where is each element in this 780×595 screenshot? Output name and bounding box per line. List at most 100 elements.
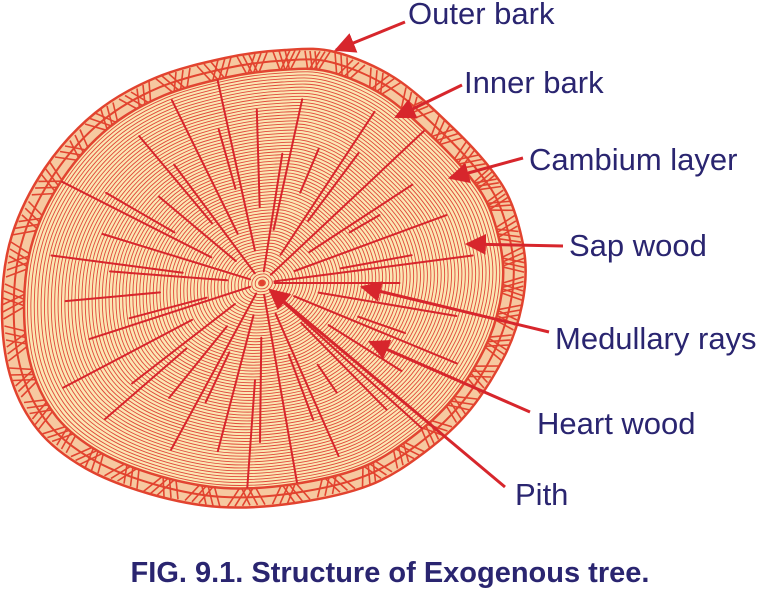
annual-ring: [227, 251, 297, 313]
bark-hatch-stroke: [254, 485, 266, 505]
label-heart-wood: Heart wood: [537, 406, 696, 441]
medullary-ray: [214, 70, 256, 252]
medullary-ray: [88, 285, 252, 341]
bark-hatch-stroke: [7, 338, 29, 355]
annual-ring: [33, 77, 494, 481]
arrow-pith: [268, 288, 506, 489]
medullary-ray: [274, 312, 340, 457]
bark-hatch-stroke: [117, 466, 139, 482]
bark-hatch-stroke: [373, 459, 393, 473]
label-sap-wood: Sap wood: [569, 228, 707, 263]
bark-hatch-stroke: [26, 403, 51, 409]
medullary-ray: [273, 254, 474, 283]
annual-ring: [27, 71, 501, 486]
annual-ring: [105, 141, 421, 419]
medullary-ray: [216, 314, 255, 453]
bark-hatch-stroke: [191, 484, 208, 503]
annual-ring: [152, 184, 373, 378]
annual-ring: [115, 150, 411, 410]
arrow-heart-wood: [368, 339, 531, 414]
pointer-arrows: [268, 20, 564, 489]
medullary-ray: [327, 324, 403, 372]
inner-bark: [12, 58, 515, 499]
medullary-ray: [316, 363, 338, 394]
bark-hatch-stroke: [175, 479, 179, 500]
bark-hatch-stroke: [368, 67, 372, 90]
annual-ring: [112, 147, 415, 413]
bark-hatch-stroke: [494, 228, 519, 233]
medullary-ray: [299, 147, 320, 194]
medullary-ray: [50, 254, 184, 274]
bark-hatch-stroke: [496, 232, 520, 238]
annual-ring: [40, 83, 487, 475]
pith-center: [259, 280, 265, 286]
bark-hatch-stroke: [24, 207, 42, 224]
medullary-ray: [138, 135, 214, 225]
medullary-ray: [269, 130, 425, 276]
bark-hatch-stroke: [247, 486, 259, 506]
annual-ring: [24, 68, 504, 489]
annual-ring: [162, 193, 363, 369]
annual-ring: [173, 202, 353, 360]
medullary-ray: [104, 347, 188, 421]
arrow-medullary-rays: [359, 281, 550, 334]
annual-ring: [129, 163, 397, 398]
bark-hatch-stroke: [241, 485, 255, 507]
annual-ring: [210, 236, 315, 328]
bark-hatch-stroke: [466, 375, 492, 378]
bark-hatch-stroke: [7, 344, 30, 362]
medullary-ray: [128, 296, 208, 320]
medullary-ray: [109, 270, 229, 282]
medullary-ray: [263, 293, 298, 484]
annual-ring: [135, 169, 390, 393]
annual-ring: [244, 267, 280, 299]
annual-ring: [118, 154, 408, 407]
bark-hatch-stroke: [110, 464, 133, 480]
annual-ring: [71, 111, 456, 448]
bark-hatch-stroke: [35, 186, 59, 189]
bark-hatch-stroke: [331, 473, 338, 495]
bark-hatch-stroke: [20, 379, 39, 398]
bark-hatch-stroke: [307, 50, 321, 72]
figure-caption: FIG. 9.1. Structure of Exogenous tree.: [131, 557, 650, 589]
annual-ring: [98, 135, 428, 425]
annual-ring: [213, 239, 311, 325]
annual-ring: [50, 92, 477, 466]
annual-ring: [64, 105, 463, 454]
bark-hatch-stroke: [123, 462, 128, 484]
medullary-ray: [245, 379, 256, 489]
bark-hatch-stroke: [9, 248, 31, 262]
medullary-ray: [255, 108, 261, 208]
medullary-ray: [60, 180, 213, 259]
annual-ring: [241, 264, 284, 302]
bark-hatch-stroke: [70, 446, 94, 458]
medullary-ray: [308, 183, 414, 253]
annual-ring: [149, 181, 377, 381]
annual-ring: [247, 270, 277, 296]
bark-hatch-stroke: [8, 255, 30, 269]
annual-ring: [200, 227, 325, 337]
medullary-ray: [279, 110, 376, 256]
medullary-ray: [101, 233, 252, 281]
bark-hatch-stroke: [18, 217, 44, 223]
annual-ring: [122, 157, 404, 404]
medullary-ray: [170, 292, 258, 451]
bark-hatch-stroke: [17, 374, 36, 393]
bark-hatch-stroke: [495, 220, 517, 234]
bark-hatch-stroke: [184, 483, 202, 502]
bark-hatch-stroke: [6, 261, 31, 271]
medullary-ray: [62, 318, 193, 389]
bark-hatch-stroke: [346, 57, 349, 80]
medullary-ray: [157, 195, 237, 262]
bark-hatch-stroke: [54, 156, 80, 162]
annual-ring: [142, 175, 384, 387]
bark-hatch-stroke: [112, 102, 119, 123]
annual-ring: [57, 98, 470, 460]
arrow-sap-wood: [464, 233, 564, 255]
inner-bark-shape: [12, 58, 515, 499]
bark-hatch-stroke: [130, 91, 151, 105]
bark-hatch-stroke: [496, 225, 518, 239]
bark-hatch-stroke: [322, 476, 341, 493]
annual-ring: [186, 215, 339, 348]
annual-ring: [101, 138, 425, 422]
